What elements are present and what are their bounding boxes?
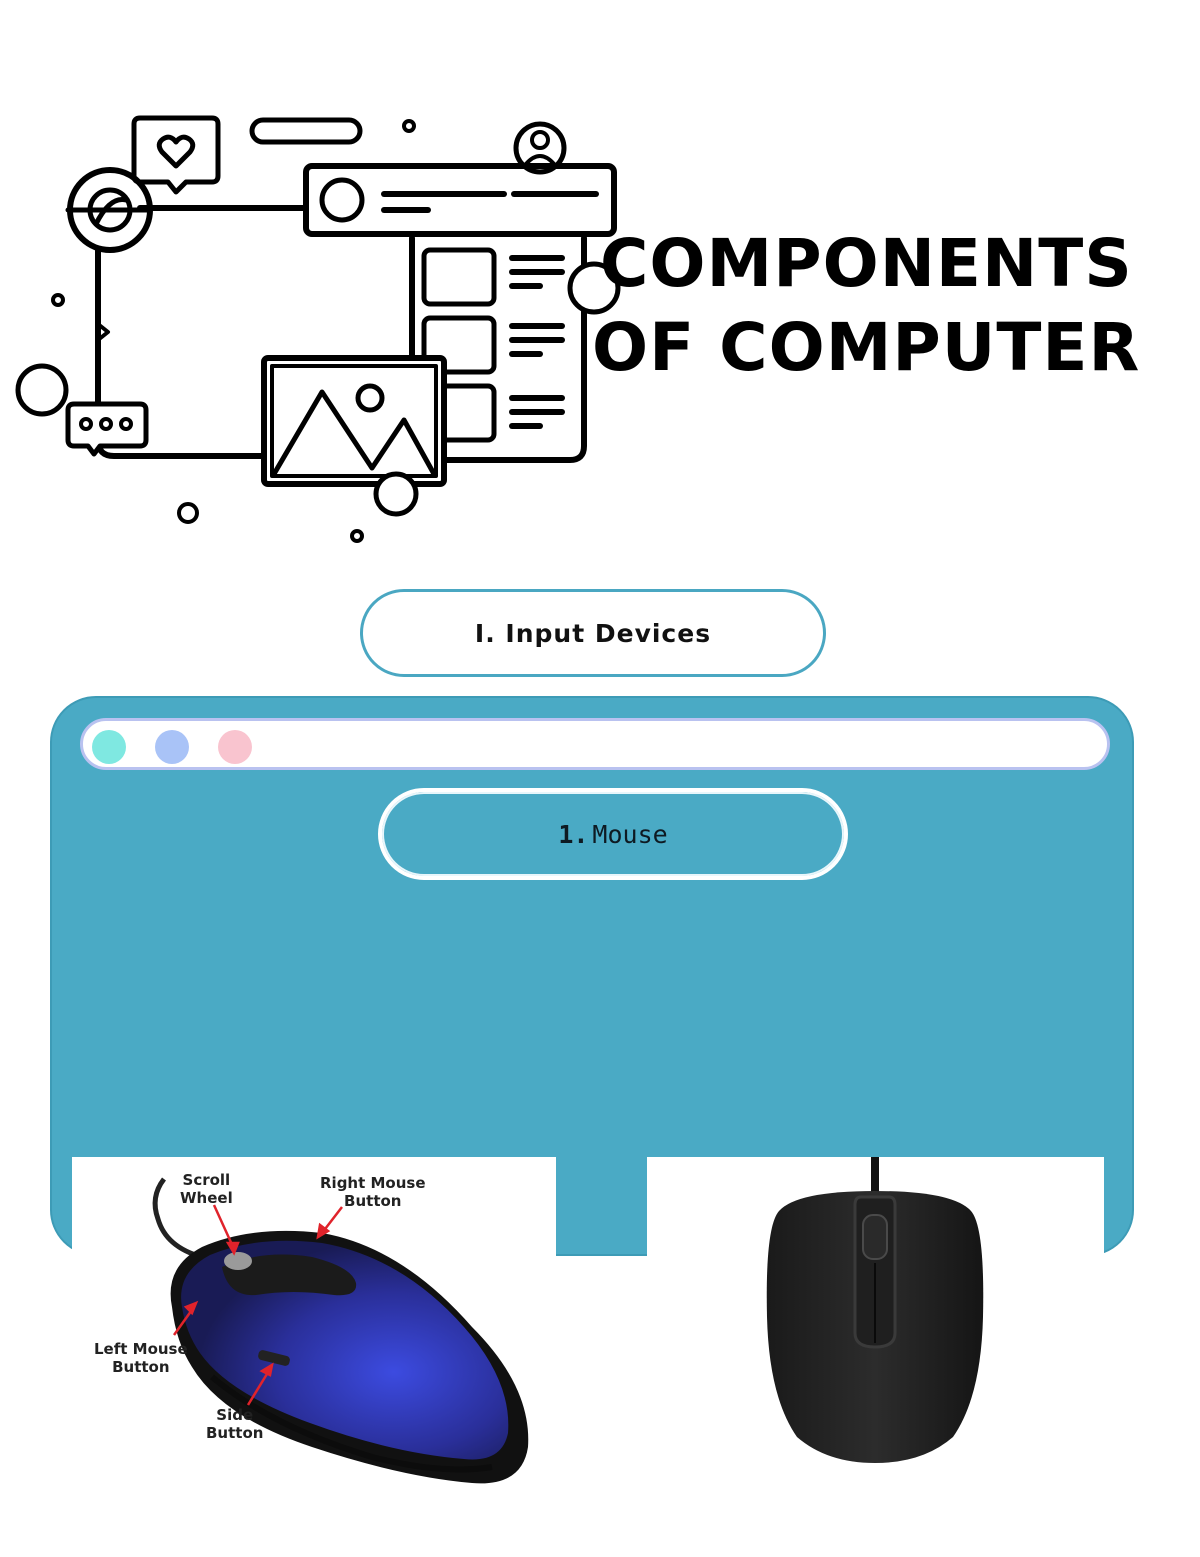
subheading-number: 1. (558, 819, 589, 849)
address-bar (80, 718, 1110, 770)
label-left-mouse-button: Left Mouse Button (94, 1340, 188, 1376)
document-title: COMPONENTS OF COMPUTER (592, 222, 1140, 390)
heart-bubble-icon (131, 115, 221, 195)
target-circle-icon (65, 167, 153, 253)
blue-mouse-illustration (152, 1177, 529, 1484)
label-right-mouse-button: Right Mouse Button (320, 1174, 426, 1210)
chat-dots-icon (65, 401, 149, 457)
mouse-diagram-photo: Scroll Wheel Right Mouse Button Left Mou… (72, 1157, 556, 1553)
label-side-button: Side Button (206, 1406, 264, 1442)
image-icon (261, 355, 447, 487)
subheading-label: Mouse (592, 819, 668, 849)
window-dot-teal (92, 730, 126, 764)
label-scroll-wheel: Scroll Wheel (180, 1171, 233, 1207)
user-icon (513, 121, 567, 175)
window-dot-pink (218, 730, 252, 764)
window-dot-blue (155, 730, 189, 764)
subheading-pill: 1. Mouse (378, 788, 848, 880)
black-mouse-photo (647, 1157, 1104, 1553)
section-heading-pill: I. Input Devices (360, 589, 826, 677)
title-line-2: OF COMPUTER (592, 309, 1141, 386)
title-line-1: COMPONENTS (600, 225, 1133, 302)
hero-illustration (15, 115, 621, 543)
black-mouse-illustration (766, 1157, 984, 1463)
section-heading-label: I. Input Devices (474, 618, 712, 648)
